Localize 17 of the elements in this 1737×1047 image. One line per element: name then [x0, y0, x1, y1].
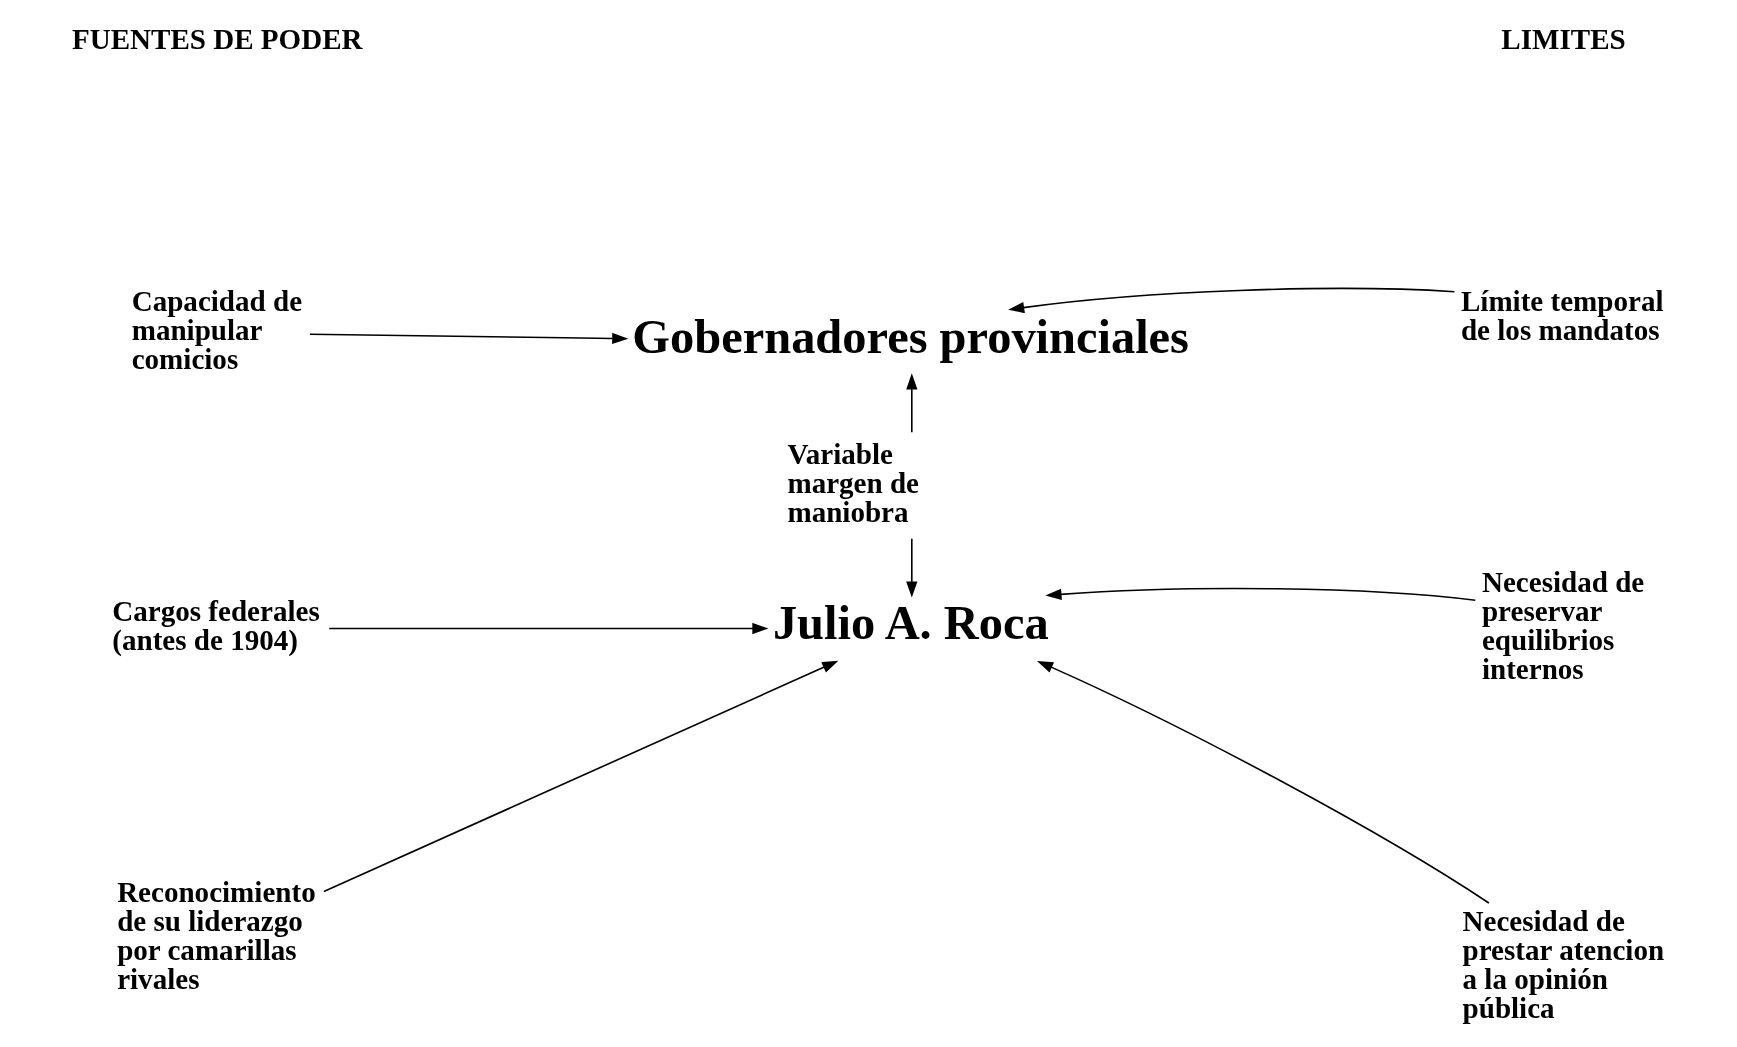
arrow: [322, 660, 838, 893]
label: FUENTES DE PODER: [71, 23, 363, 56]
node-text: Cargos federales (antes de 1904): [111, 595, 320, 657]
node-text: Necesidad de prestar atencion a la opinión pública: [1462, 905, 1664, 1025]
label: LIMITES: [1500, 23, 1626, 56]
node-text: Límite temporal de los mandatos: [1460, 284, 1664, 347]
arrow: [1007, 287, 1455, 314]
arrow: [308, 332, 628, 345]
node-text: Gobernadores provinciales: [631, 310, 1189, 364]
edge-label: Variable margen de maniobra: [786, 437, 919, 528]
arrow: [1036, 660, 1490, 904]
arrow: [327, 622, 768, 635]
node-text: Capacidad de manipular comicios: [131, 284, 302, 376]
node-text: Necesidad de preservar equilibrios internos: [1481, 565, 1644, 686]
arrow: [1044, 587, 1476, 602]
node-text: Julio A. Roca: [772, 595, 1049, 649]
node-text: Reconocimiento de su liderazgo por camarillas rivales: [116, 876, 316, 996]
